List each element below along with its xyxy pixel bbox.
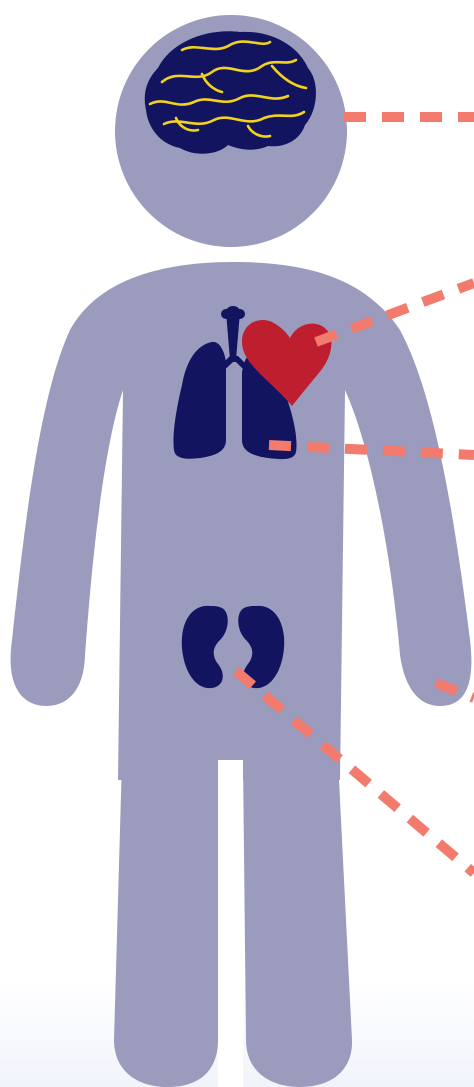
trachea-top-left [221,309,231,319]
right-leg-shape [243,760,352,1087]
trachea-top-right [235,309,245,319]
left-leg-shape [114,760,218,1087]
human-silhouette [11,15,472,1087]
torso-shape [11,262,472,780]
leg-gap [218,760,243,1087]
